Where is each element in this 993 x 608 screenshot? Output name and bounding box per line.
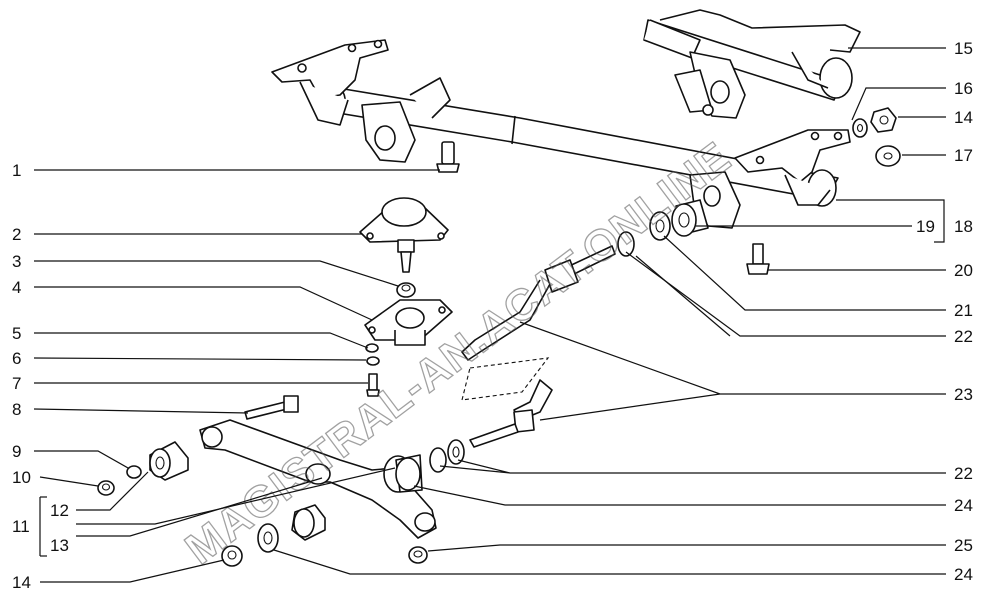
callout-18: 18 [954, 217, 973, 236]
callout-11: 11 [12, 517, 30, 536]
callout-labels: 1 2 3 4 5 6 7 8 9 10 11 12 13 14 15 16 1… [12, 39, 973, 592]
callout-24-upper: 24 [954, 496, 973, 515]
callout-19: 19 [916, 217, 935, 236]
watermark-text: MAGISTRAL-AN.ACAT.ONLINE [177, 133, 740, 574]
plate-4 [364, 299, 453, 346]
callout-8: 8 [12, 400, 21, 419]
callout-22-upper: 22 [954, 327, 973, 346]
ball-joint-2 [359, 197, 449, 273]
nut-14-lower [221, 545, 243, 567]
bushing-12 [149, 441, 189, 481]
callout-2: 2 [12, 225, 21, 244]
callout-9: 9 [12, 442, 21, 461]
bolt-1 [436, 141, 460, 173]
rear-crossmember [643, 9, 861, 119]
callout-1: 1 [12, 161, 21, 180]
callout-7: 7 [12, 374, 21, 393]
strut-rod-23 [461, 245, 616, 448]
callout-20: 20 [954, 261, 973, 280]
nut-3 [396, 282, 416, 298]
callout-17: 17 [954, 146, 973, 165]
callout-13: 13 [50, 536, 69, 555]
parts-drawing [97, 9, 901, 567]
callout-10: 10 [12, 468, 31, 487]
callout-15: 15 [954, 39, 973, 58]
washer-24-lower [257, 523, 279, 553]
nut-25 [408, 546, 428, 564]
bolt-8 [244, 395, 299, 420]
callout-14-upper: 14 [954, 108, 973, 127]
bolt-20 [746, 243, 770, 275]
callout-6: 6 [12, 349, 21, 368]
callout-4: 4 [12, 278, 21, 297]
callout-3: 3 [12, 252, 21, 271]
washer-9-nut-10 [97, 465, 142, 496]
callout-23: 23 [954, 385, 973, 404]
callout-5: 5 [12, 324, 21, 343]
washers-5-6-bolt-7 [365, 343, 380, 397]
bushing-set-lower [395, 439, 465, 491]
callout-14-lower: 14 [12, 573, 31, 592]
callout-21: 21 [954, 301, 973, 320]
callout-12: 12 [50, 501, 69, 520]
bushing-lower [291, 504, 326, 541]
callout-24-lower: 24 [954, 565, 973, 584]
callout-16: 16 [954, 79, 973, 98]
washer-17 [875, 145, 901, 167]
leader-lines [33, 47, 946, 583]
cross-beam [271, 39, 851, 229]
washer-16 [852, 118, 868, 138]
callout-22-lower: 22 [954, 464, 973, 483]
nut-14-upper [870, 107, 897, 133]
callout-25: 25 [954, 536, 973, 555]
